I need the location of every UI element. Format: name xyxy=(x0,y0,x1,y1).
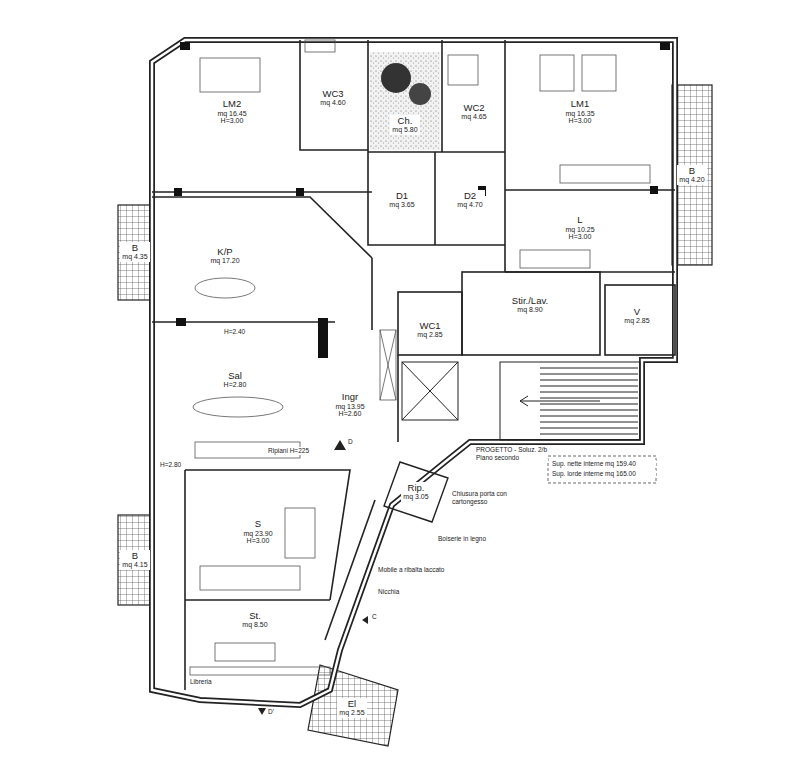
room-name: B xyxy=(679,166,704,176)
room-label: Elmq 2.55 xyxy=(337,698,366,718)
room-data: mq 3.05 xyxy=(403,493,428,501)
plan-note: PROGETTO - Soluz. 2/b Piano secondo xyxy=(476,446,548,462)
furniture xyxy=(190,40,650,675)
room-data: mq 4.15 xyxy=(122,561,147,569)
room-data: mq 4.60 xyxy=(320,99,345,107)
room-name: D2 xyxy=(457,191,482,201)
room-name: K/P xyxy=(210,247,239,257)
room-label: Rip.mq 3.05 xyxy=(401,482,430,502)
room-data: mq 13.95 xyxy=(335,403,364,411)
plan-note: H=2.80 xyxy=(160,461,190,469)
plan-note: Sup. lorde interne mq 165.00 xyxy=(552,470,656,478)
room-data: mq 2.85 xyxy=(417,331,442,339)
room-label: Smq 23.90H=3.00 xyxy=(241,518,274,546)
room-data: mq 5.80 xyxy=(392,126,417,134)
plan-note: Ripiani H=225 xyxy=(268,447,318,455)
room-data: H=3.00 xyxy=(217,117,246,125)
room-label: D2mq 4.70 xyxy=(455,190,484,210)
section-marker xyxy=(258,440,368,715)
room-data: mq 8.90 xyxy=(512,306,548,314)
room-name: Rip. xyxy=(403,483,428,493)
plan-note: Boiserie in legno xyxy=(438,535,498,543)
outer-wall xyxy=(152,40,675,705)
room-data: mq 16.45 xyxy=(217,110,246,118)
room-name: L xyxy=(565,215,594,225)
summary-box xyxy=(548,456,656,483)
room-name: S xyxy=(243,519,272,529)
room-name: WC3 xyxy=(320,89,345,99)
room-data: mq 4.20 xyxy=(679,176,704,184)
plan-note: D xyxy=(348,438,358,446)
room-data: mq 2.85 xyxy=(624,317,649,325)
room-data: mq 3.65 xyxy=(389,201,414,209)
room-data: H=2.60 xyxy=(335,410,364,418)
room-label: WC1mq 2.85 xyxy=(415,320,444,340)
outer-wall xyxy=(152,40,675,705)
room-name: LM1 xyxy=(565,99,594,109)
room-label: Vmq 2.85 xyxy=(622,306,651,326)
room-label: SalH=2.80 xyxy=(222,370,249,390)
decor xyxy=(381,63,411,93)
plan-note: H=2.40 xyxy=(224,328,264,336)
room-label: LM1mq 16.35H=3.00 xyxy=(563,98,596,126)
interior-wall xyxy=(152,40,675,690)
room-name: St. xyxy=(242,611,267,621)
storage-box xyxy=(384,462,448,522)
room-name: Ch. xyxy=(392,116,417,126)
room-data: mq 17.20 xyxy=(210,257,239,265)
room-name: LM2 xyxy=(217,99,246,109)
room-data: mq 16.35 xyxy=(565,110,594,118)
room-name: D1 xyxy=(389,191,414,201)
plan-note: C xyxy=(372,613,384,621)
room-label: Lmq 10.25H=3.00 xyxy=(563,214,596,242)
room-label: WC2mq 4.65 xyxy=(459,102,488,122)
room-label: WC3mq 4.60 xyxy=(318,88,347,108)
room-label: Bmq 4.20 xyxy=(677,165,706,185)
room-label: Bmq 4.35 xyxy=(120,242,149,262)
plan-note: Nicchia xyxy=(378,588,418,596)
plan-note: Mobile a ribalta laccato xyxy=(378,566,463,574)
room-name: V xyxy=(624,307,649,317)
balcony xyxy=(118,85,712,746)
room-name: El xyxy=(339,699,364,709)
room-data: H=2.80 xyxy=(224,381,247,389)
room-name: B xyxy=(122,551,147,561)
plan-note: Chiusura porta con cartongesso xyxy=(452,490,522,506)
room-name: B xyxy=(122,243,147,253)
room-data: H=3.00 xyxy=(565,233,594,241)
room-name: WC1 xyxy=(417,321,442,331)
room-label: Ch.mq 5.80 xyxy=(390,115,419,135)
plan-note: D' xyxy=(268,708,280,716)
room-data: mq 8.50 xyxy=(242,621,267,629)
room-data: mq 4.65 xyxy=(461,113,486,121)
room-label: Bmq 4.15 xyxy=(120,550,149,570)
plan-note: Libreria xyxy=(190,678,230,686)
room-label: K/Pmq 17.20 xyxy=(208,246,241,266)
plan-note: Sup. nette interne mq 159.40 xyxy=(552,460,656,468)
room-name: Sal xyxy=(224,371,247,381)
room-name: Stir./Lav. xyxy=(512,296,548,306)
room-data: mq 23.90 xyxy=(243,530,272,538)
room-data: H=3.00 xyxy=(565,117,594,125)
room-data: mq 2.55 xyxy=(339,709,364,717)
room-label: D1mq 3.65 xyxy=(387,190,416,210)
stair-lift xyxy=(402,362,640,440)
pillar xyxy=(174,42,670,358)
room-label: LM2mq 16.45H=3.00 xyxy=(215,98,248,126)
room-label: Stir./Lav.mq 8.90 xyxy=(510,295,550,315)
room-data: H=3.00 xyxy=(243,537,272,545)
room-data: mq 4.35 xyxy=(122,253,147,261)
decor xyxy=(409,83,431,105)
room-data: mq 4.70 xyxy=(457,201,482,209)
room-name: Ingr xyxy=(335,392,364,402)
room-data: mq 10.25 xyxy=(565,226,594,234)
room-label: St.mq 8.50 xyxy=(240,610,269,630)
room-name: WC2 xyxy=(461,103,486,113)
closet-texture xyxy=(370,52,440,150)
room-label: Ingrmq 13.95H=2.60 xyxy=(333,391,366,419)
